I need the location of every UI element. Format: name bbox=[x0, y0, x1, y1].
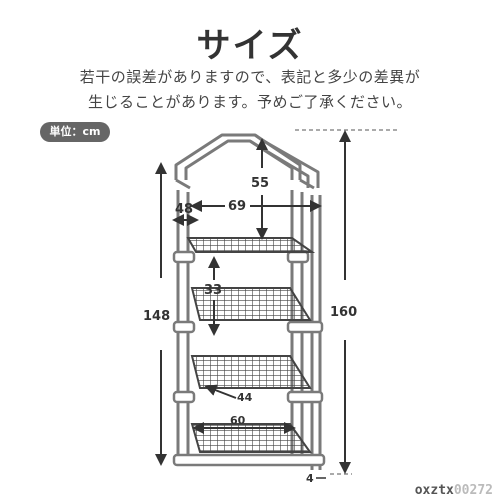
shelf-gap-label: 33 bbox=[204, 283, 222, 298]
rack-roof bbox=[174, 133, 320, 190]
watermark: oxztx00272 bbox=[411, 483, 496, 498]
watermark-strong: oxztx bbox=[414, 483, 454, 498]
rack-joints bbox=[172, 250, 326, 467]
frame-height-label: 148 bbox=[143, 309, 170, 324]
shelf-depth-label: 44 bbox=[237, 391, 253, 404]
total-height-label: 160 bbox=[330, 305, 357, 320]
side-depth-label: 48 bbox=[175, 202, 193, 217]
notice-line-1: 若干の誤差がありますので、表記と多少の差異が bbox=[79, 68, 421, 86]
unit-badge: 単位：cm bbox=[40, 122, 110, 142]
shelf-width-label: 60 bbox=[230, 414, 246, 427]
base-offset-label: 4 bbox=[306, 472, 314, 485]
watermark-dim: 00272 bbox=[453, 483, 493, 498]
width-label: 69 bbox=[228, 199, 246, 214]
roof-height-label: 55 bbox=[251, 176, 269, 191]
shelf-2 bbox=[190, 287, 312, 321]
shelf-top bbox=[186, 237, 316, 253]
notice-line-2: 生じることがあります。予めご了承ください。 bbox=[87, 93, 412, 111]
page-title: サイズ bbox=[196, 26, 304, 66]
shelf-depth-arrow bbox=[204, 384, 237, 399]
shelf-3 bbox=[190, 355, 312, 389]
